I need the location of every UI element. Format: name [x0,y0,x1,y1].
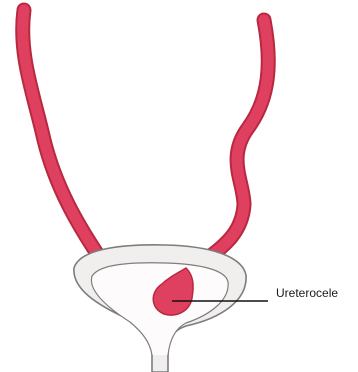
right-ureter [208,20,268,258]
left-ureter [23,10,100,258]
ureterocele-label: Ureterocele [276,286,338,300]
